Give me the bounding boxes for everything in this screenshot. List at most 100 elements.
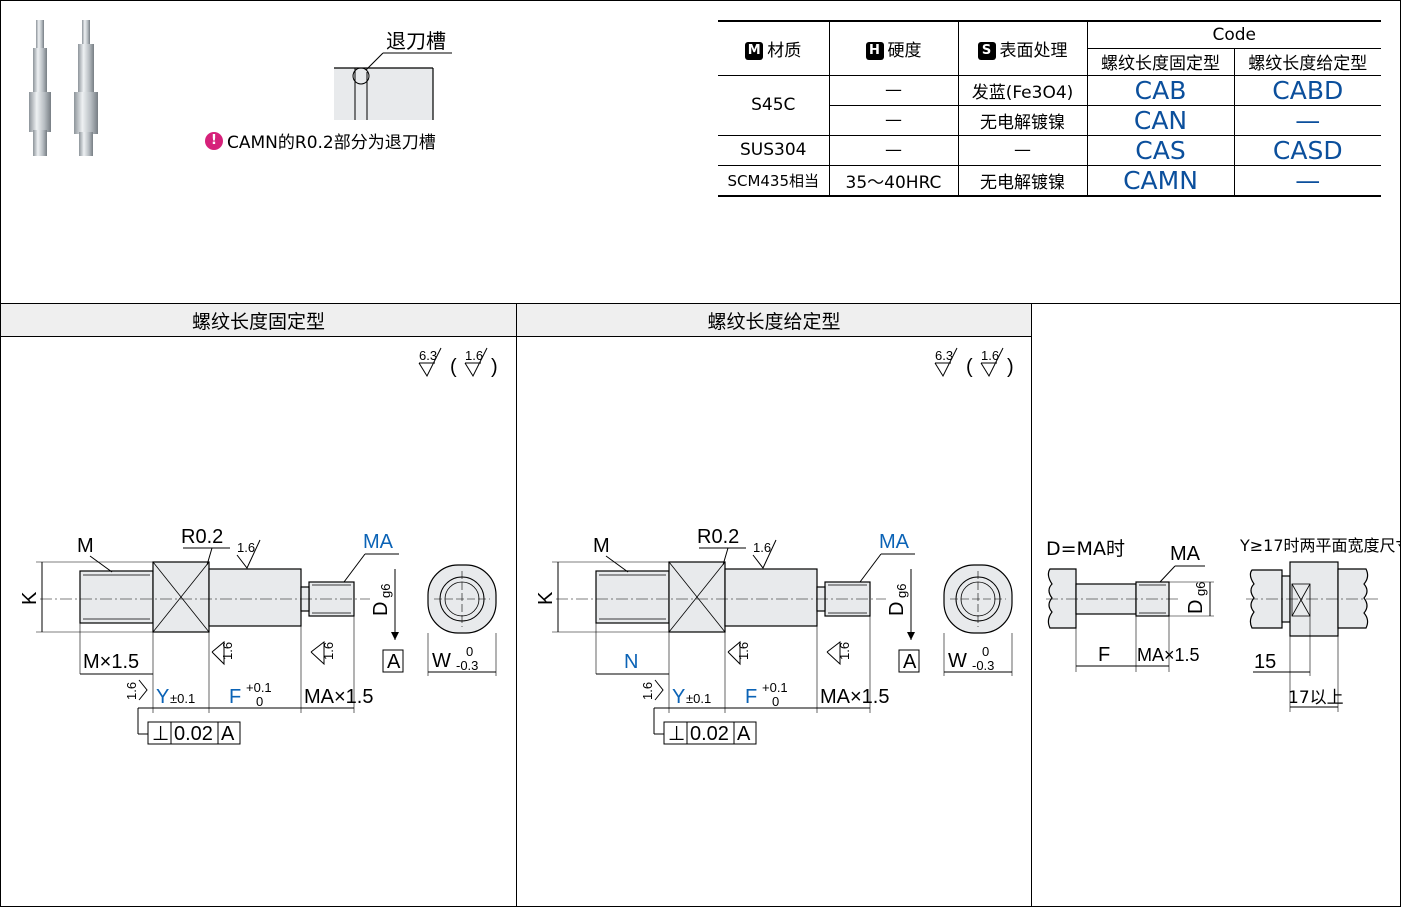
svg-text:A: A [903,651,917,673]
svg-text:K: K [535,591,557,605]
svg-text:(: ( [966,356,973,378]
svg-text:1.6: 1.6 [321,642,336,660]
code-cell[interactable]: CAS [1086,134,1235,166]
svg-text:F: F [745,686,757,708]
label-r02: R0.2 [181,526,223,548]
label-d: D [370,602,392,616]
svg-text:1.6: 1.6 [237,540,255,555]
svg-text:6.3: 6.3 [419,348,437,363]
surface-cell: — [957,134,1088,166]
roughness-symbol: 6.3 ( 1.6 ) [418,347,498,378]
svg-text:6.3: 6.3 [935,348,953,363]
surface-icon: S [977,41,996,60]
svg-text:MA: MA [1170,543,1201,565]
code-cell[interactable]: CAB [1086,74,1235,106]
svg-text:1.6: 1.6 [640,682,655,700]
svg-text:D=MA时: D=MA时 [1046,538,1125,560]
d-equal-ma-view: D=MA时 MA D g6 F MA×1.5 [1046,538,1214,672]
svg-text:0: 0 [466,644,473,659]
table-row: — 无电解镀镍 CAN — [718,104,1381,136]
note-line: ! CAMN的R0.2部分为退刀槽 [205,128,436,153]
svg-text:D: D [1185,600,1207,614]
svg-text:0.02: 0.02 [690,723,729,745]
code-fixed-header: 螺纹长度固定型 [1087,47,1235,76]
label-g6: g6 [378,584,393,598]
material-cell: S45C [718,74,830,136]
svg-text:±0.1: ±0.1 [170,691,195,706]
product-photo [29,20,98,156]
svg-text:+0.1: +0.1 [246,680,272,695]
code-cell[interactable]: CASD [1233,134,1381,166]
svg-text:Y: Y [672,686,685,708]
surface-cell: 发蓝(Fe3O4) [957,74,1088,106]
svg-text:1.6: 1.6 [124,682,139,700]
code-header: Code [1086,20,1381,49]
divider-left [516,303,517,907]
section-header-fixed: 螺纹长度固定型 [1,304,516,337]
end-view: W 0 -0.3 [427,564,497,676]
material-cell: SCM435相当 [718,164,830,196]
svg-text:+0.1: +0.1 [762,680,788,695]
svg-text:0.02: 0.02 [174,723,213,745]
svg-text:): ) [1007,356,1014,378]
svg-text:0: 0 [256,694,263,709]
svg-text:g6: g6 [1193,582,1208,596]
groove-label: 退刀槽 [386,29,446,53]
svg-text:R0.2: R0.2 [697,526,739,548]
svg-text:⊥: ⊥ [668,723,685,745]
code-cell[interactable]: CAMN [1086,164,1235,196]
svg-text:Y≥17时两平面宽度尺寸: Y≥17时两平面宽度尺寸 [1239,536,1401,555]
code-cell[interactable]: CABD [1233,74,1381,106]
svg-text:A: A [221,723,235,745]
material-icon: M [745,41,764,60]
svg-text:MA×1.5: MA×1.5 [820,686,889,708]
svg-text:M: M [593,535,610,557]
hardness-icon: H [865,41,884,60]
svg-text:F: F [1098,644,1110,666]
hardness-cell: — [828,74,959,106]
code-cell: — [1233,164,1381,196]
surface-cell: 无电解镀镍 [957,104,1088,136]
svg-text:N: N [624,651,638,673]
hardness-cell: — [829,104,959,136]
svg-text:15: 15 [1254,651,1276,673]
datum-a: A [387,651,401,673]
section-header-given: 螺纹长度给定型 [517,304,1031,337]
divider-right [1031,303,1032,907]
table-subheader-row: 螺纹长度固定型 螺纹长度给定型 [718,47,1381,76]
label-y: Y [156,686,169,708]
width-across-flats-view: Y≥17时两平面宽度尺寸 15 17以上 [1239,536,1401,712]
svg-text:(: ( [450,356,457,378]
svg-text:MA×1.5: MA×1.5 [1137,645,1200,665]
label-m-thread: M×1.5 [83,651,139,673]
code-given-header: 螺纹长度给定型 [1233,47,1381,76]
svg-text:MA: MA [879,531,910,553]
svg-text:g6: g6 [894,584,909,598]
surface-cell: 无电解镀镍 [957,164,1088,196]
table-row: S45C — 发蓝(Fe3O4) CAB CABD [718,74,1381,136]
label-f: F [229,686,241,708]
table-row: SUS304 — — CAS CASD [718,134,1381,166]
svg-text:D: D [886,602,908,616]
svg-text:1.6: 1.6 [753,540,771,555]
table-row: SCM435相当 35～40HRC 无电解镀镍 CAMN — [718,164,1381,196]
svg-text:W: W [432,650,451,672]
note-text: CAMN的R0.2部分为退刀槽 [227,133,436,153]
divider-top [0,303,1401,304]
svg-text:1.6: 1.6 [465,348,483,363]
svg-text:A: A [737,723,751,745]
alert-icon: ! [205,131,223,150]
svg-text:): ) [491,356,498,378]
svg-text:-0.3: -0.3 [972,658,994,673]
svg-text:⊥: ⊥ [152,723,169,745]
code-cell[interactable]: CAN [1086,104,1235,136]
hardness-cell: — [828,134,959,166]
